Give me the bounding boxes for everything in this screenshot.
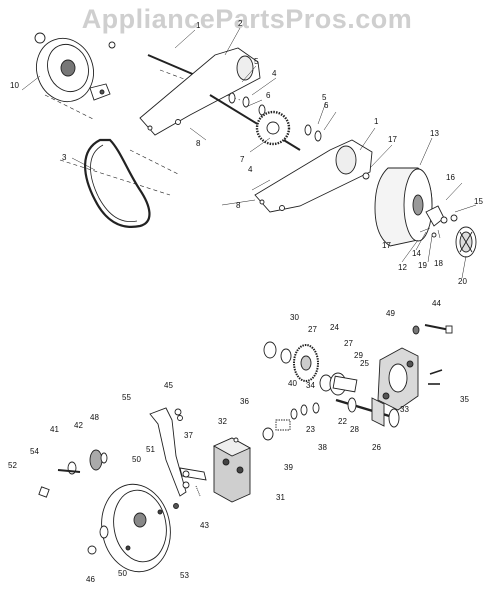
- callout-50-2: 50: [118, 569, 127, 578]
- worm-parts: [262, 402, 320, 441]
- callout-12: 12: [398, 263, 407, 272]
- callout-3: 3: [62, 153, 67, 162]
- callout-14: 14: [412, 249, 421, 258]
- callout-32: 32: [218, 417, 227, 426]
- callout-40: 40: [288, 379, 297, 388]
- nut-17: [362, 172, 370, 180]
- callout-5: 5: [254, 57, 259, 66]
- callout-7: 7: [240, 155, 245, 164]
- callout-24: 24: [330, 323, 339, 332]
- callout-10: 10: [10, 81, 19, 90]
- callout-39: 39: [284, 463, 293, 472]
- callout-6: 6: [266, 91, 271, 100]
- callout-4: 4: [272, 69, 277, 78]
- leader-lines: [21, 27, 477, 279]
- callout-2: 2: [238, 19, 243, 28]
- callout-16: 16: [446, 173, 455, 182]
- callout-29: 29: [354, 351, 363, 360]
- callout-1-2: 1: [374, 117, 379, 126]
- callout-49: 49: [386, 309, 395, 318]
- callout-31: 31: [276, 493, 285, 502]
- callout-42: 42: [74, 421, 83, 430]
- callout-22: 22: [338, 417, 347, 426]
- callout-23: 23: [306, 425, 315, 434]
- callout-45: 45: [164, 381, 173, 390]
- input-shaft: [335, 397, 400, 428]
- callout-38: 38: [318, 443, 327, 452]
- callout-36: 36: [240, 397, 249, 406]
- callout-43: 43: [200, 521, 209, 530]
- chain-case-upper: [139, 47, 261, 136]
- callout-26: 26: [372, 443, 381, 452]
- callout-51: 51: [146, 445, 155, 454]
- callout-37: 37: [184, 431, 193, 440]
- lower-pulley: [101, 483, 171, 573]
- callout-17: 17: [388, 135, 397, 144]
- idler-parts: [38, 415, 190, 555]
- callout-41: 41: [50, 425, 59, 434]
- callout-34: 34: [306, 381, 315, 390]
- watermark: AppliancePartsPros.com: [81, 4, 413, 34]
- callout-20: 20: [458, 277, 467, 286]
- callout-55: 55: [122, 393, 131, 402]
- callout-33: 33: [400, 405, 409, 414]
- callout-50: 50: [132, 455, 141, 464]
- top-pulley: [34, 32, 116, 103]
- callout-18: 18: [434, 259, 443, 268]
- callout-4-2: 4: [248, 165, 253, 174]
- callout-labels: 1123445566788101213141516171718192022232…: [8, 19, 483, 584]
- callout-28: 28: [350, 425, 359, 434]
- callout-8: 8: [196, 139, 201, 148]
- shift-arm: [149, 407, 207, 497]
- drive-belt: [84, 138, 151, 228]
- callout-53: 53: [180, 571, 189, 580]
- callout-30: 30: [290, 313, 299, 322]
- callout-44: 44: [432, 299, 441, 308]
- gear-housing-right: [377, 347, 419, 411]
- callout-27: 27: [308, 325, 317, 334]
- callout-52: 52: [8, 461, 17, 470]
- callout-46: 46: [86, 575, 95, 584]
- callout-6-2: 6: [324, 101, 329, 110]
- callout-13: 13: [430, 129, 439, 138]
- wheel: [374, 167, 458, 247]
- callout-5-2: 5: [322, 93, 327, 102]
- callout-1: 1: [196, 21, 201, 30]
- callout-17-2: 17: [382, 241, 391, 250]
- gear-housing-left: [212, 437, 252, 503]
- callout-48: 48: [90, 413, 99, 422]
- callout-8-2: 8: [236, 201, 241, 210]
- callout-35: 35: [460, 395, 469, 404]
- hub-cap: [455, 226, 477, 258]
- callout-15: 15: [474, 197, 483, 206]
- callout-54: 54: [30, 447, 39, 456]
- axle-sprocket: [209, 92, 322, 151]
- chain-case-lower: [254, 139, 373, 213]
- callout-25: 25: [360, 359, 369, 368]
- callout-27-2: 27: [344, 339, 353, 348]
- callout-19: 19: [418, 261, 427, 270]
- gear-stack: [263, 341, 358, 396]
- bolts: [412, 324, 453, 385]
